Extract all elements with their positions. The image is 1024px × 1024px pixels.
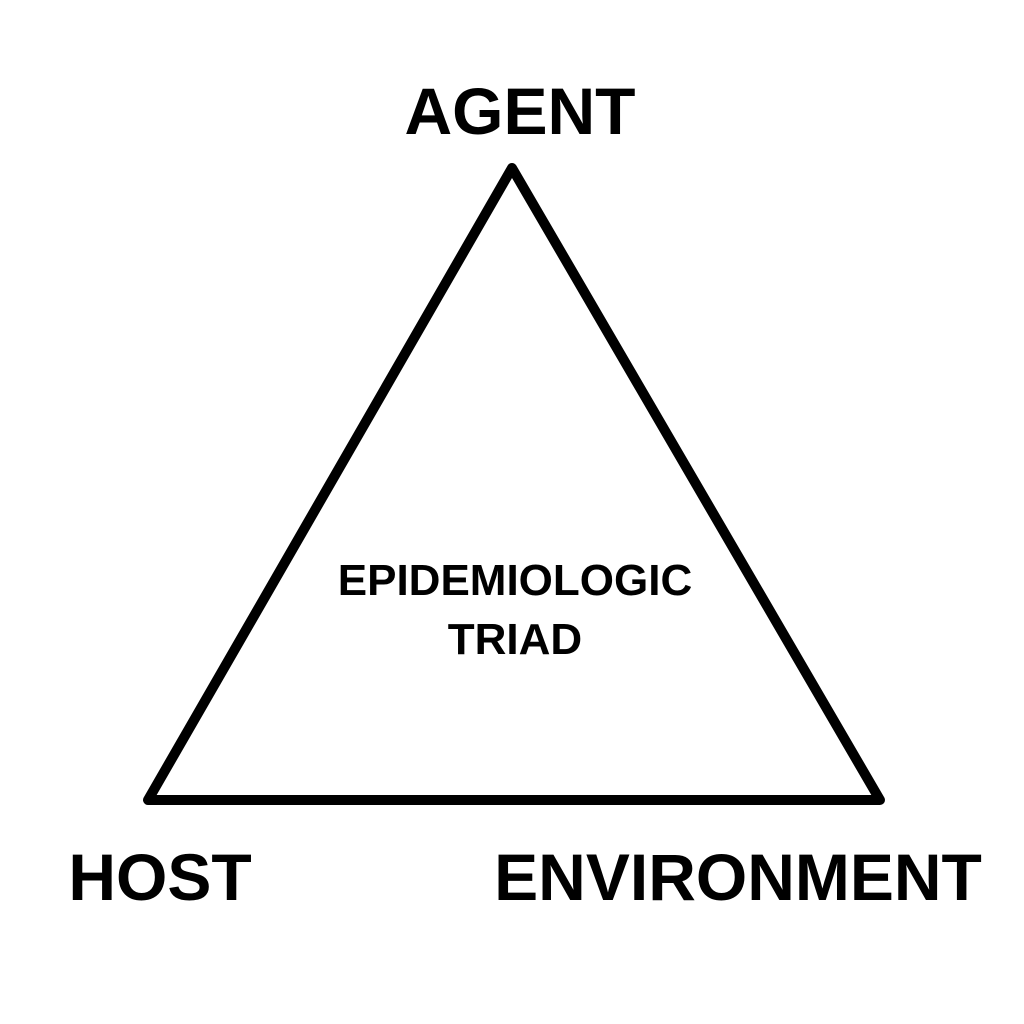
host-label: HOST xyxy=(68,840,251,914)
triad-triangle xyxy=(143,163,885,805)
environment-label: ENVIRONMENT xyxy=(494,840,982,914)
agent-label: AGENT xyxy=(405,74,636,148)
center-title-line-2: TRIAD xyxy=(448,615,582,664)
center-title-line-1: EPIDEMIOLOGIC xyxy=(338,556,692,605)
